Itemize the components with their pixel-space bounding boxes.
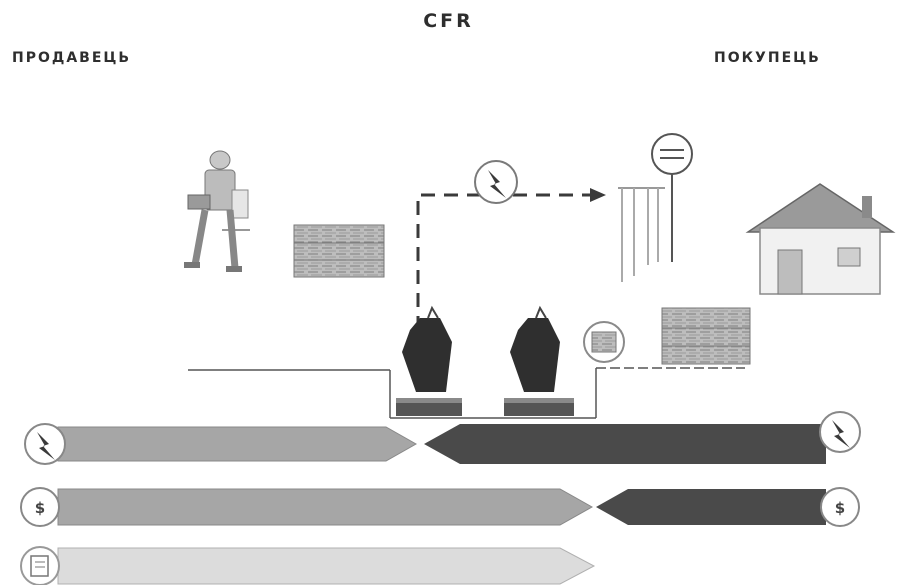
risk-band: [25, 412, 860, 464]
buyer-costs-bar: [596, 489, 826, 525]
port-gate-icon: [618, 134, 692, 282]
seller-documents-bar: [58, 548, 594, 584]
buyer-risk-bar: [424, 424, 826, 464]
costs-band: $ $: [21, 488, 859, 526]
svg-text:$: $: [835, 499, 845, 517]
ship-rail-icon: [504, 308, 574, 416]
seller-risk-bar: [58, 427, 416, 461]
document-stamp-icon: [584, 322, 624, 362]
goods-box-icon: [662, 308, 750, 364]
risk-transfer-icon: [475, 161, 517, 203]
seller-costs-bar: [58, 489, 592, 525]
transport-route: [418, 195, 590, 330]
route-arrow-icon: [590, 188, 606, 202]
house-icon: [748, 184, 893, 294]
documents-band: [21, 547, 594, 585]
goods-box-icon: [294, 225, 384, 277]
ship-rail-icon: [396, 308, 462, 416]
worker-icon: [184, 151, 250, 272]
svg-text:$: $: [35, 499, 45, 517]
